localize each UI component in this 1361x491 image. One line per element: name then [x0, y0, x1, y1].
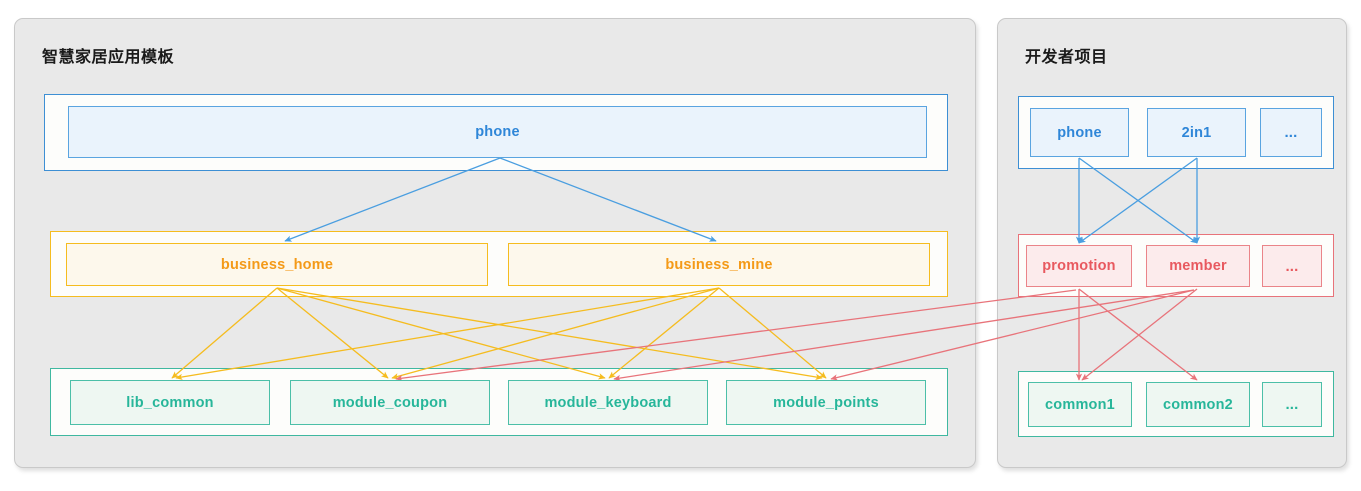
node-common_more[interactable]: ... [1262, 382, 1322, 427]
node-business_home[interactable]: business_home [66, 243, 488, 286]
node-feature_more[interactable]: ... [1262, 245, 1322, 287]
node-phone[interactable]: phone [68, 106, 927, 158]
node-module_points[interactable]: module_points [726, 380, 926, 425]
node-common1[interactable]: common1 [1028, 382, 1132, 427]
panel-title-template-panel: 智慧家居应用模板 [42, 49, 175, 66]
node-dev_more[interactable]: ... [1260, 108, 1322, 157]
panel-title-developer-panel: 开发者项目 [1025, 49, 1108, 66]
node-promotion[interactable]: promotion [1026, 245, 1132, 287]
node-module_keyboard[interactable]: module_keyboard [508, 380, 708, 425]
node-module_coupon[interactable]: module_coupon [290, 380, 490, 425]
node-business_mine[interactable]: business_mine [508, 243, 930, 286]
node-dev_phone[interactable]: phone [1030, 108, 1129, 157]
node-common2[interactable]: common2 [1146, 382, 1250, 427]
node-lib_common[interactable]: lib_common [70, 380, 270, 425]
node-dev_2in1[interactable]: 2in1 [1147, 108, 1246, 157]
node-member[interactable]: member [1146, 245, 1250, 287]
